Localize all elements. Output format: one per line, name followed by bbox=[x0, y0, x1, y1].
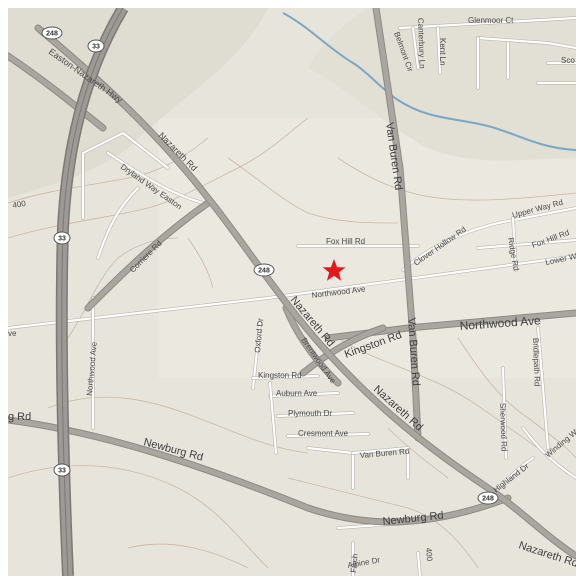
label-glenmoor-ct: Glenmoor Ct bbox=[468, 16, 514, 25]
route-248-shield-se: 248 bbox=[477, 491, 499, 505]
label-sco: Sco bbox=[561, 56, 575, 65]
label-g-rd: g Rd bbox=[8, 411, 31, 423]
route-248-shield-nw: 248 bbox=[41, 26, 63, 40]
svg-text:248: 248 bbox=[482, 496, 494, 503]
label-sherwood-rd: Sherwood Rd bbox=[498, 403, 509, 452]
river bbox=[282, 12, 576, 151]
major-roads bbox=[8, 8, 576, 560]
label-bridlepath-rd: Bridlepath Rd bbox=[531, 338, 542, 387]
label-northwood-ave-e: Northwood Ave bbox=[459, 313, 541, 333]
label-contour-400: 400 bbox=[12, 199, 27, 210]
svg-text:33: 33 bbox=[58, 468, 66, 475]
label-cresmont-ave: Cresmont Ave bbox=[298, 429, 349, 438]
svg-text:33: 33 bbox=[92, 44, 100, 51]
star-icon bbox=[322, 259, 346, 281]
label-contour-400-s: 400 bbox=[424, 547, 434, 562]
label-van-buren-rd-short: Van Buren Rd bbox=[359, 447, 409, 460]
svg-text:248: 248 bbox=[258, 268, 270, 275]
label-plymouth-dr: Plymouth Dr bbox=[288, 409, 332, 418]
svg-text:248: 248 bbox=[46, 31, 58, 38]
label-canterbury-ln: Canterbury Ln bbox=[416, 18, 427, 69]
map-canvas[interactable]: Easton-Nazareth Hwy Nazareth Rd Dryland … bbox=[8, 8, 576, 576]
label-fisch: Fisch bbox=[349, 553, 360, 573]
route-33-shield-sw: 33 bbox=[53, 463, 71, 477]
route-33-shield-w: 33 bbox=[53, 231, 71, 245]
label-fox-hill-rd: Fox Hill Rd bbox=[326, 237, 365, 246]
route-248-shield-center: 248 bbox=[253, 263, 275, 277]
label-van-buren-rd-s: Van Buren Rd bbox=[405, 317, 422, 386]
location-marker[interactable] bbox=[322, 259, 346, 281]
label-kent-ln: Kent Ln bbox=[438, 38, 447, 66]
label-ave-w: ve bbox=[8, 329, 17, 338]
route-33-shield-nw: 33 bbox=[87, 39, 105, 53]
label-oxford-dr: Oxford Dr bbox=[253, 318, 265, 354]
minor-roads bbox=[8, 16, 576, 576]
route-shields: 248 33 33 248 33 248 bbox=[41, 26, 499, 505]
label-kingston-rd-s: Kingston Rd bbox=[258, 371, 302, 380]
label-auburn-ave: Auburn Ave bbox=[276, 389, 318, 398]
svg-text:33: 33 bbox=[58, 236, 66, 243]
map-view[interactable]: Easton-Nazareth Hwy Nazareth Rd Dryland … bbox=[8, 8, 576, 576]
